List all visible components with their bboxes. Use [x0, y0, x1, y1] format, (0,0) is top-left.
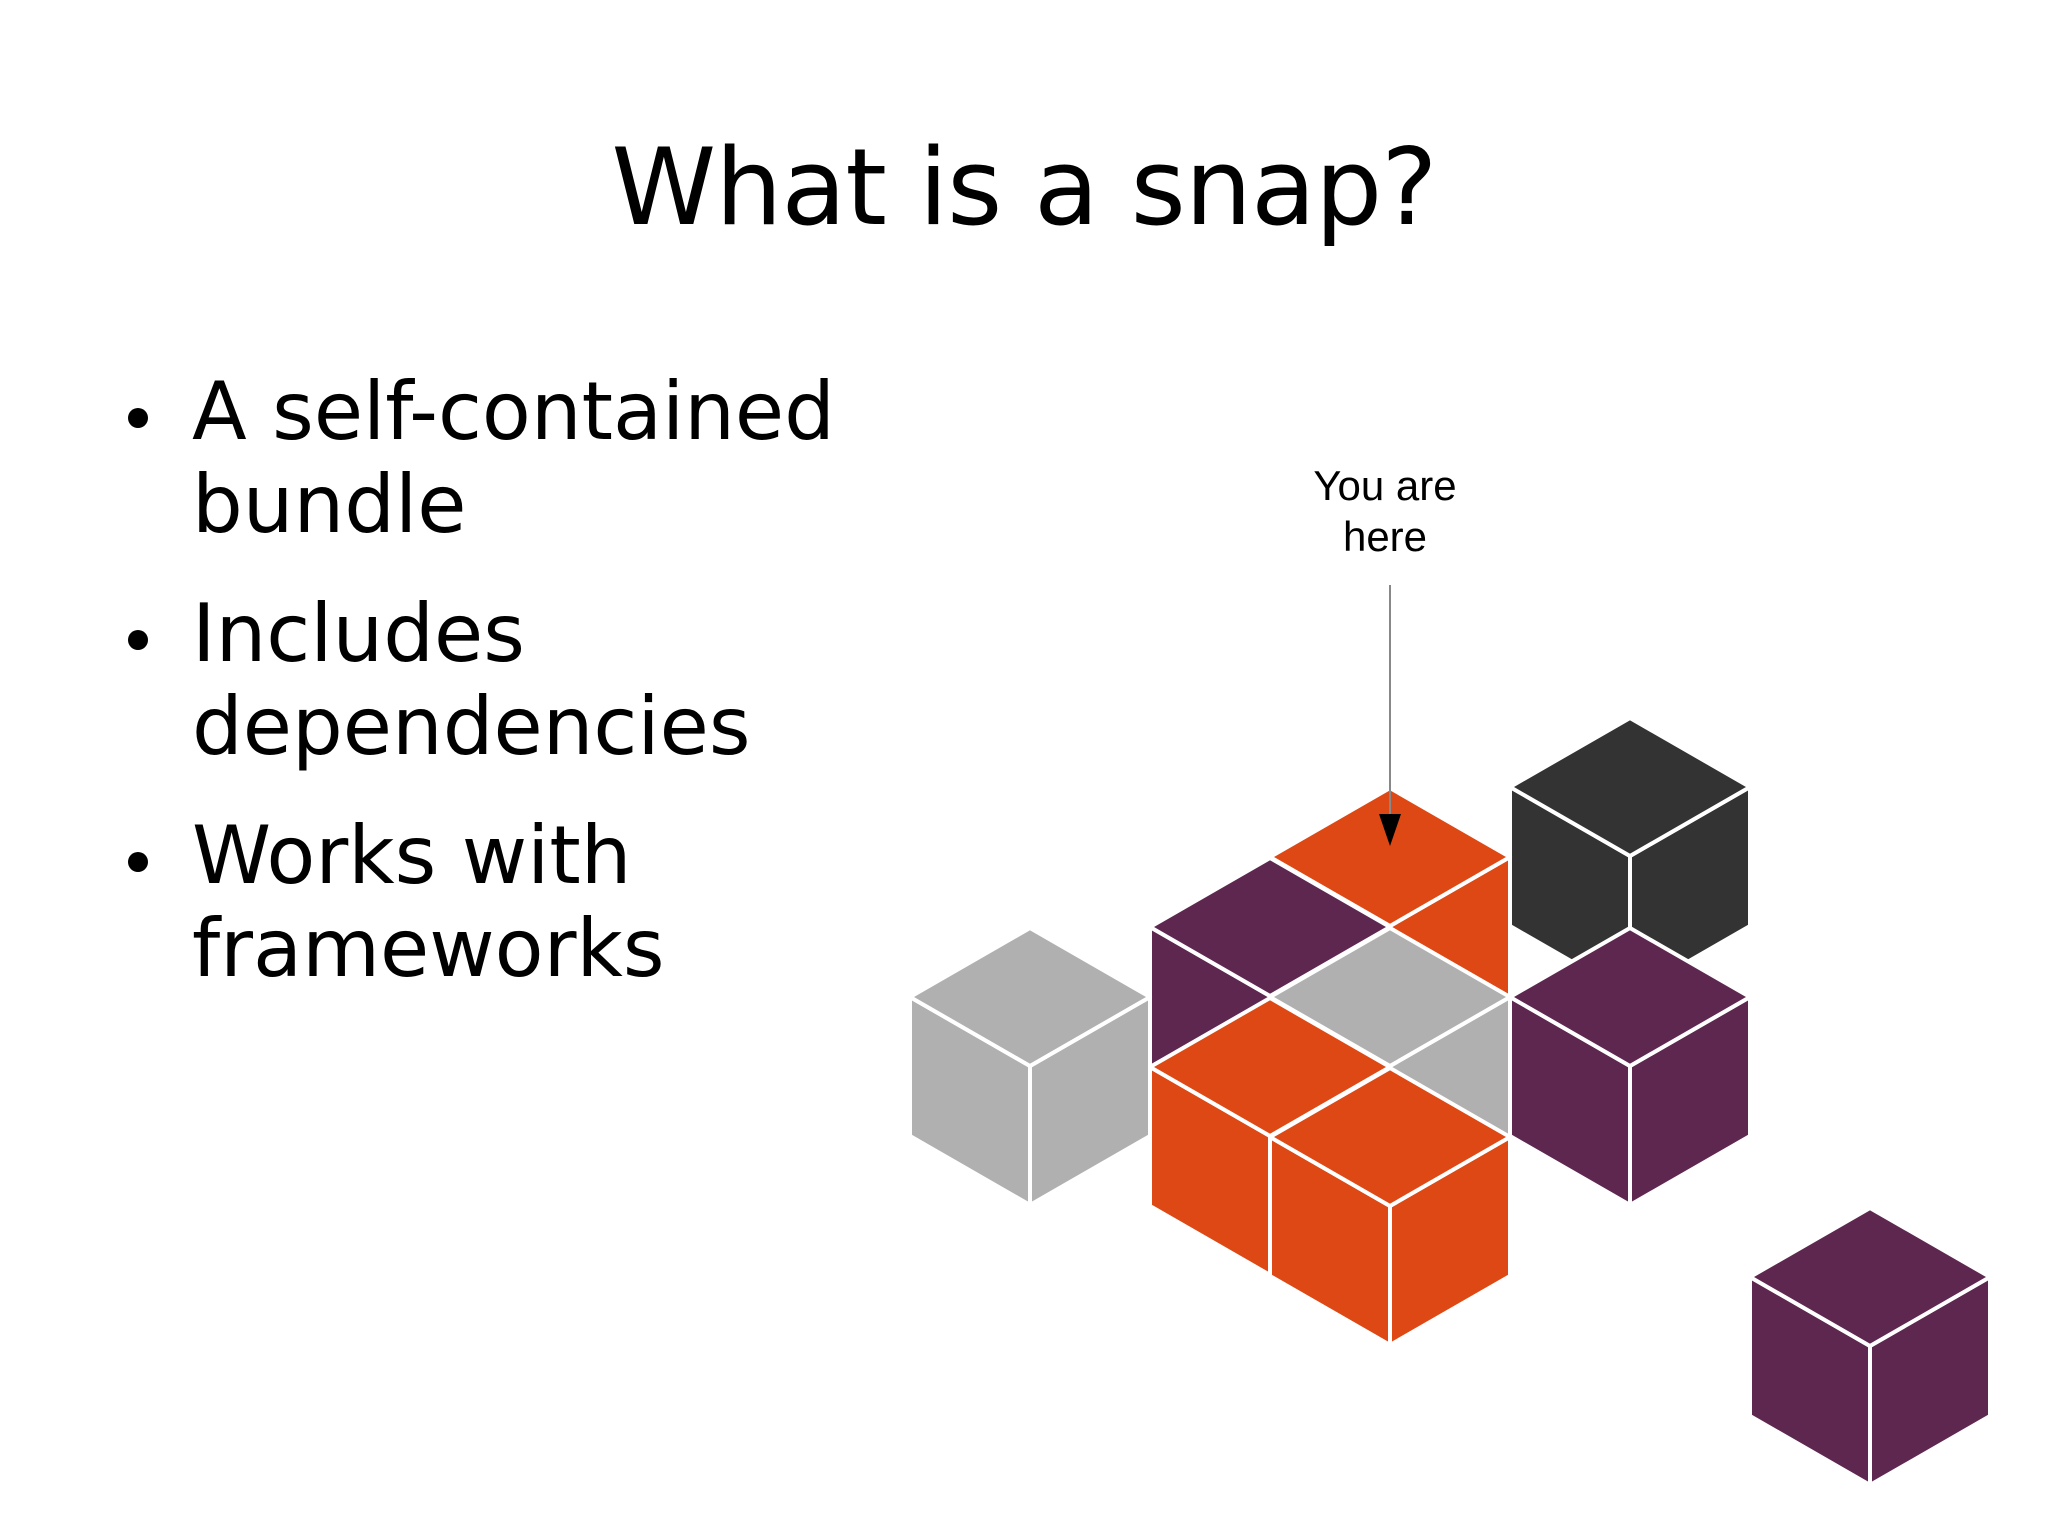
- you-are-here-callout: You are here: [1260, 460, 1510, 562]
- bullet-item: A self-contained bundle: [120, 365, 900, 551]
- cube-purple-right-top-face: [1508, 926, 1752, 1068]
- bullet-text-line: Includes: [192, 587, 525, 680]
- bullet-text-line: A self-contained: [192, 365, 835, 458]
- slide-title: What is a snap?: [611, 126, 1437, 249]
- bullet-dot-icon: [128, 408, 148, 428]
- bullet-text-line: Works with: [192, 809, 632, 902]
- cube-gray-left-top-face: [908, 926, 1152, 1068]
- bullet-text-line: frameworks: [192, 902, 665, 995]
- arrow-head: [1379, 814, 1401, 846]
- cube-purple-corner-top-face: [1748, 1206, 1992, 1348]
- cube-dark-top-face: [1508, 716, 1752, 858]
- bullet-item: Includes dependencies: [120, 587, 900, 773]
- bullet-item: Works with frameworks: [120, 809, 900, 995]
- callout-line: here: [1342, 513, 1428, 560]
- cube-orange-front-top-face: [1268, 1066, 1512, 1208]
- bullet-dot-icon: [128, 630, 148, 650]
- callout-line: You are: [1313, 462, 1457, 509]
- bullet-text-line: dependencies: [192, 680, 751, 773]
- bullet-list: A self-contained bundle Includes depende…: [120, 365, 900, 1031]
- down-arrow-icon: [1379, 585, 1401, 846]
- bullet-text-line: bundle: [192, 458, 467, 551]
- bullet-dot-icon: [128, 852, 148, 872]
- cube-cluster: [908, 716, 1992, 1487]
